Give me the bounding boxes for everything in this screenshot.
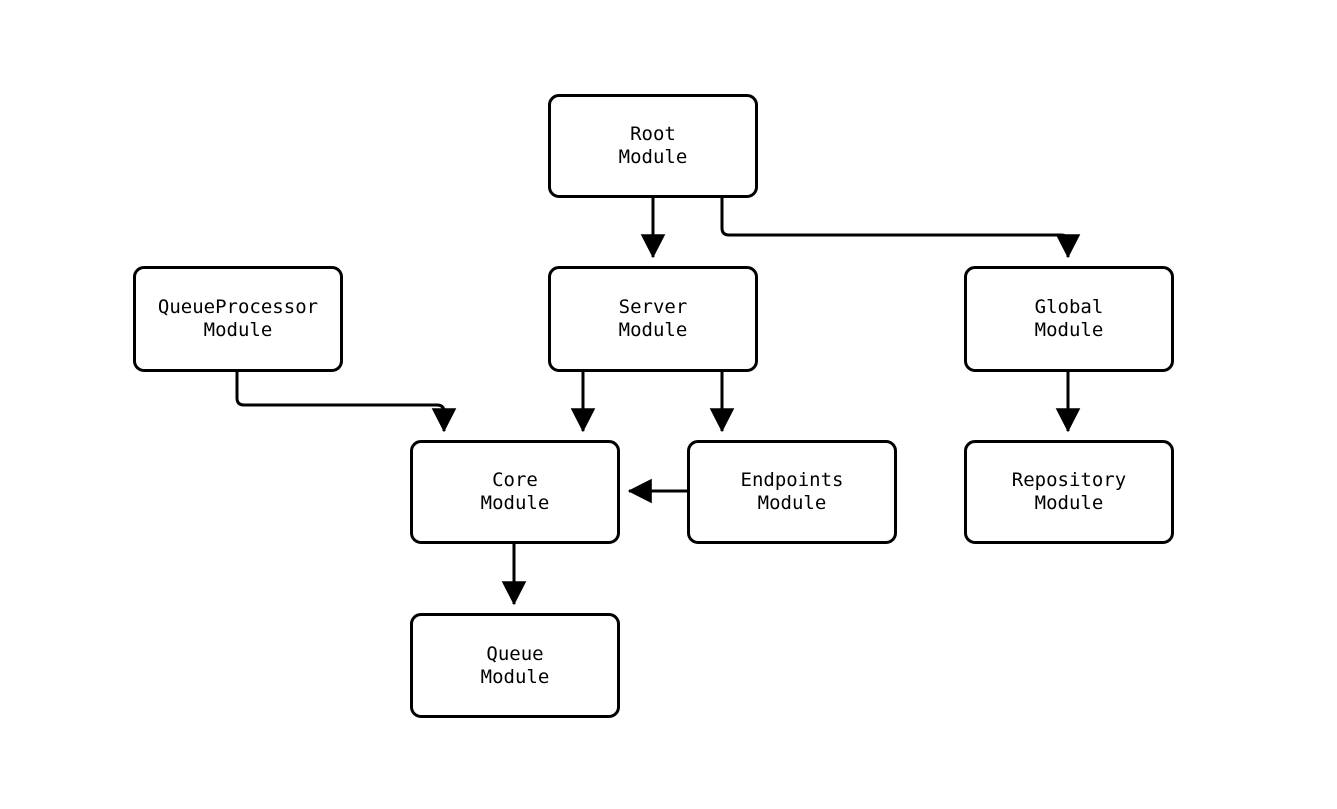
- node-label-line2: Module: [480, 492, 550, 514]
- edge-queueprocessor-to-core: [235, 372, 457, 433]
- node-label-line1: Core: [492, 469, 538, 491]
- node-label-line1: Queue: [486, 642, 544, 665]
- node-label-line2: Module: [757, 492, 827, 514]
- repository-module-node[interactable]: Repository Module: [964, 440, 1174, 544]
- node-label-line2: Module: [480, 665, 550, 688]
- node-label-line2: Module: [618, 146, 688, 168]
- queue-module-node[interactable]: Queue Module: [410, 613, 620, 718]
- server-module-node[interactable]: Server Module: [548, 266, 758, 372]
- root-module-node[interactable]: Root Module: [548, 94, 758, 198]
- node-label-line2: Module: [1034, 492, 1104, 514]
- node-label-line1: Server: [618, 296, 688, 318]
- node-label-line1: Endpoints: [740, 469, 844, 491]
- node-label-line1: Repository: [1011, 469, 1127, 491]
- node-label-line1: QueueProcessor: [157, 296, 319, 318]
- edge-root-to-global: [720, 198, 1081, 259]
- node-label-line1: Global: [1034, 296, 1104, 318]
- node-label-line2: Module: [618, 319, 688, 341]
- queueprocessor-module-node[interactable]: QueueProcessor Module: [133, 266, 343, 372]
- core-module-node[interactable]: Core Module: [410, 440, 620, 544]
- node-label-line2: Module: [1034, 319, 1104, 341]
- global-module-node[interactable]: Global Module: [964, 266, 1174, 372]
- node-label-line2: Module: [203, 319, 273, 341]
- endpoints-module-node[interactable]: Endpoints Module: [687, 440, 897, 544]
- node-label-line1: Root: [630, 123, 676, 145]
